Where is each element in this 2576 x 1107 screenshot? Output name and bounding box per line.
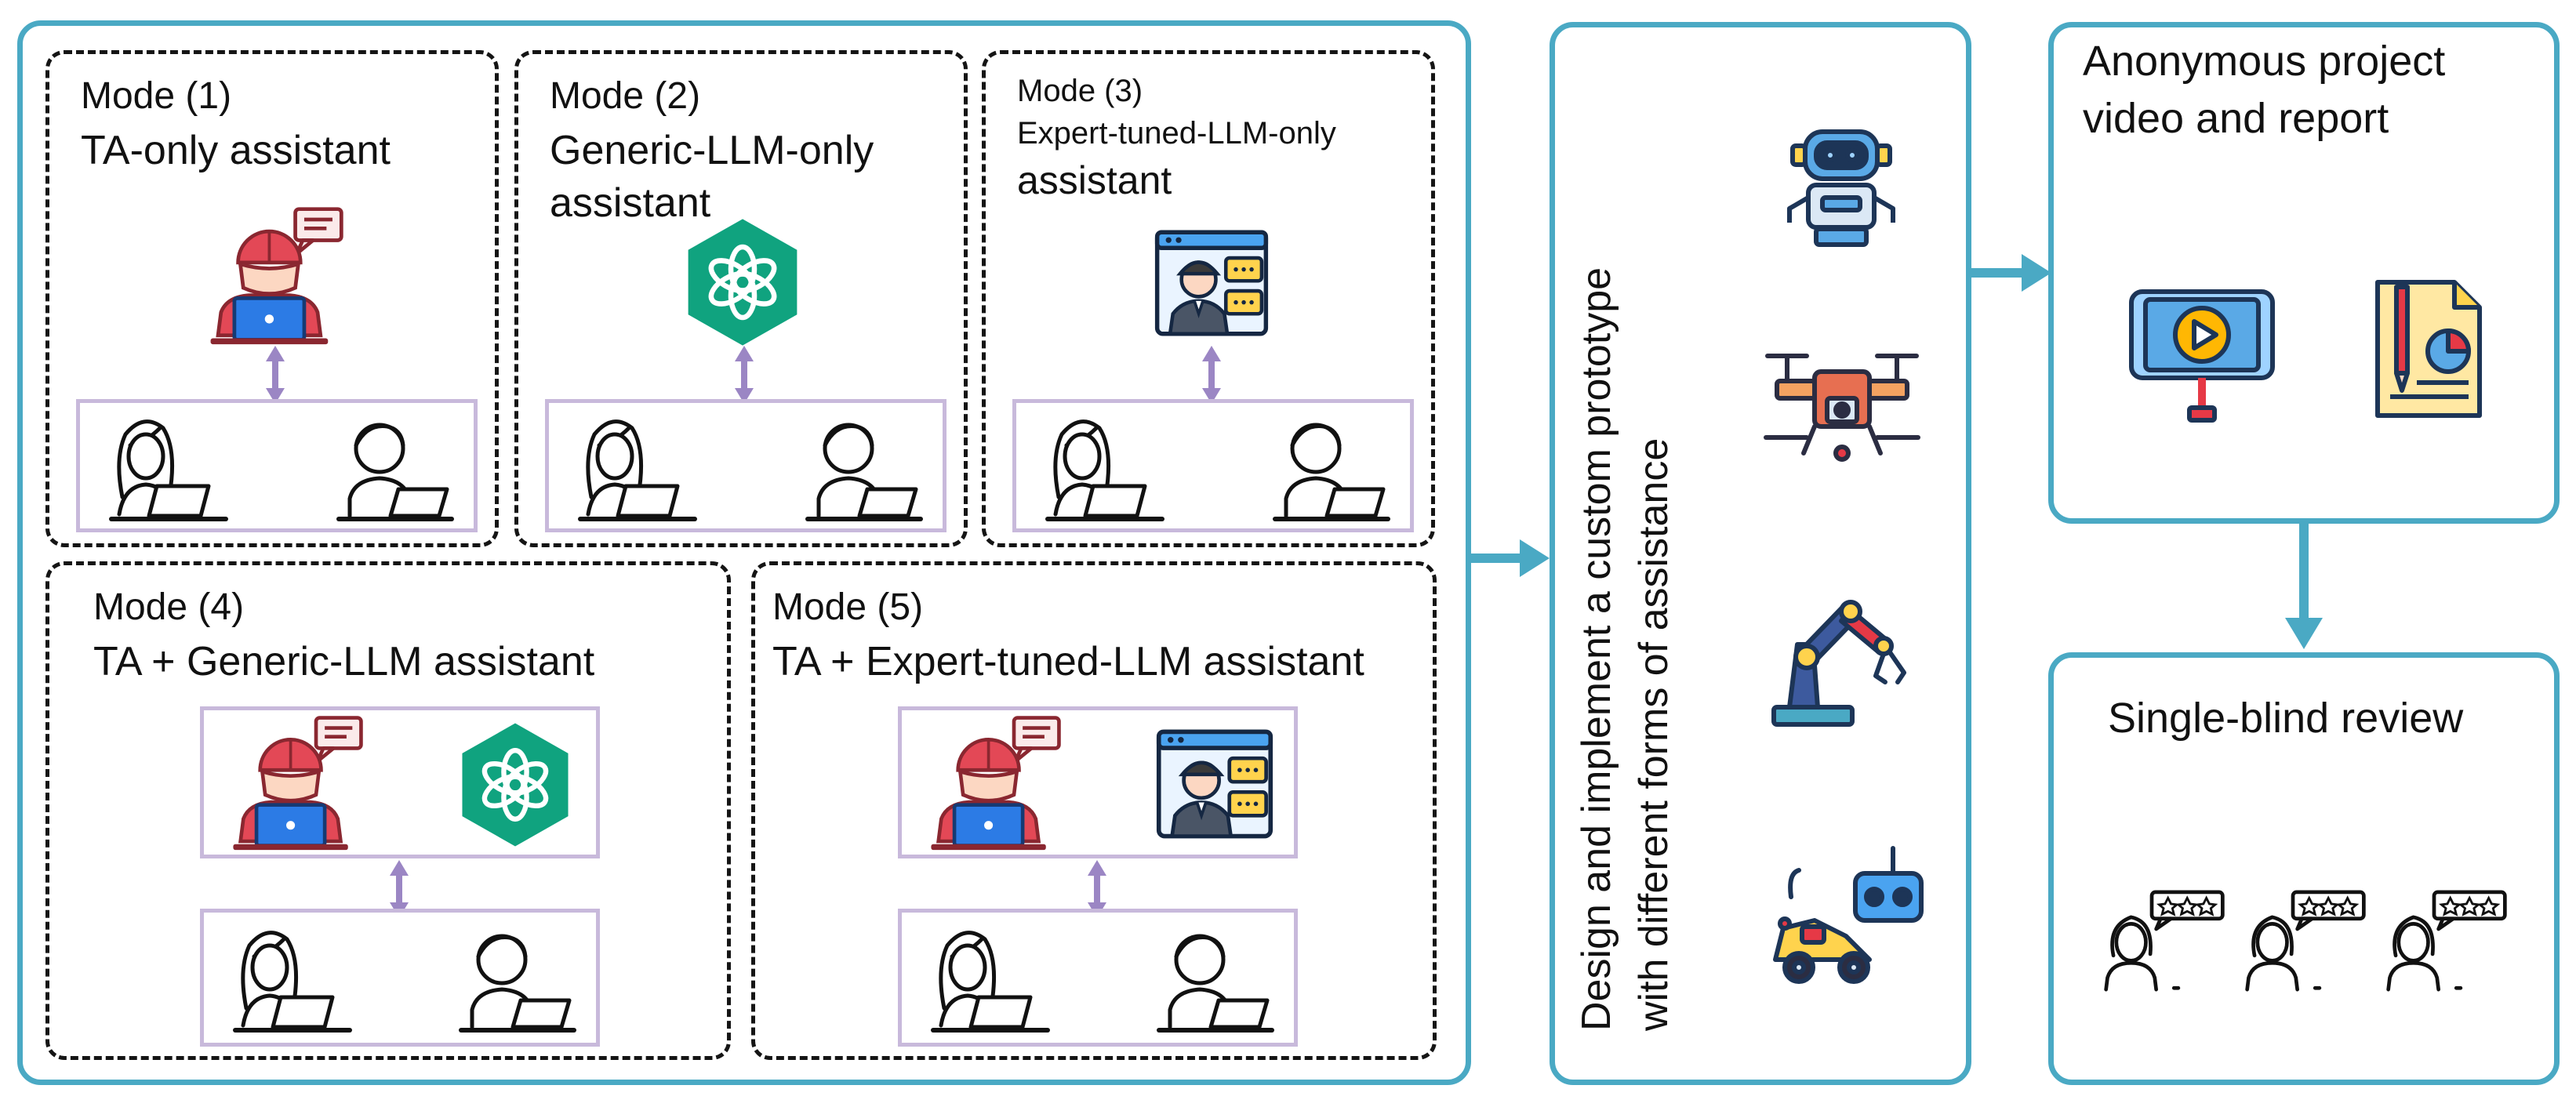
prototype-line-2: with different forms of assistance (1630, 437, 1677, 1031)
link-arrow-icon (1088, 860, 1106, 918)
reviewer-icon (2384, 889, 2509, 993)
mode-4-subtitle: TA + Generic-LLM assistant (93, 639, 595, 685)
mode-3-subtitle-line2: assistant (1017, 158, 1172, 202)
learners-box (76, 399, 478, 532)
link-arrow-icon (1202, 346, 1221, 404)
mode-4-box: Mode (4) TA + Generic-LLM assistant (45, 561, 731, 1060)
flow-arrow-icon (1971, 254, 2051, 292)
rc-car-icon (1773, 846, 1924, 984)
mode-3-title: Mode (3) (1017, 74, 1143, 108)
learners-box (545, 399, 946, 532)
link-arrow-icon (735, 346, 754, 404)
mode-2-title: Mode (2) (550, 75, 701, 117)
student-girl-laptop-icon (577, 411, 703, 528)
student-boy-laptop-icon (801, 411, 927, 528)
mode-1-title: Mode (1) (81, 75, 232, 117)
video-report-panel (2048, 22, 2560, 524)
video-phone-icon (2129, 289, 2275, 423)
drone-icon (1764, 354, 1920, 462)
mode-1-box: Mode (1) TA-only assistant (45, 50, 499, 547)
learners-box (200, 909, 600, 1047)
video-line-2: video and report (2083, 94, 2389, 142)
video-line-1: Anonymous project (2083, 38, 2446, 85)
flow-arrow-icon (1471, 539, 1550, 577)
expert-video-chat-icon (1154, 228, 1269, 338)
expert-video-chat-icon (1156, 728, 1273, 840)
student-girl-laptop-icon (930, 922, 1055, 1040)
prototype-description: Design and implement a custom prototype … (1568, 106, 1683, 1031)
review-title: Single-blind review (2108, 695, 2464, 742)
reviewer-icon (2243, 889, 2368, 993)
link-arrow-icon (266, 346, 285, 404)
mode-4-title: Mode (4) (93, 586, 245, 628)
student-girl-laptop-icon (108, 411, 234, 528)
mode-2-subtitle-line2: assistant (550, 180, 711, 226)
mode-2-box: Mode (2) Generic-LLM-only assistant (514, 50, 968, 547)
assistant-box (898, 706, 1298, 858)
review-panel (2048, 652, 2560, 1085)
flow-arrow-icon (2285, 521, 2323, 649)
learners-box (898, 909, 1298, 1047)
student-boy-laptop-icon (1153, 922, 1278, 1040)
mode-5-box: Mode (5) TA + Expert-tuned-LLM assistant (751, 561, 1437, 1060)
student-girl-laptop-icon (232, 922, 358, 1040)
mode-2-subtitle-line1: Generic-LLM-only (550, 128, 874, 174)
prototype-line-1: Design and implement a custom prototype (1574, 267, 1619, 1031)
robotic-arm-icon (1771, 600, 1906, 727)
mode-5-title: Mode (5) (772, 586, 924, 628)
student-girl-laptop-icon (1045, 411, 1170, 528)
student-boy-laptop-icon (332, 411, 458, 528)
teaching-assistant-icon (205, 205, 346, 346)
teaching-assistant-icon (227, 713, 365, 851)
teaching-assistant-icon (925, 713, 1063, 851)
report-document-icon (2375, 280, 2482, 418)
mode-1-subtitle: TA-only assistant (81, 128, 391, 174)
mode-3-subtitle-line1: Expert-tuned-LLM-only (1017, 116, 1336, 151)
mode-3-box: Mode (3) Expert-tuned-LLM-only assistant (982, 50, 1435, 547)
link-arrow-icon (390, 860, 409, 918)
video-report-title: Anonymous project video and report (2083, 33, 2445, 147)
reviewer-icon (2102, 889, 2227, 993)
mode-5-subtitle: TA + Expert-tuned-LLM assistant (772, 639, 1364, 685)
assistant-box (200, 706, 600, 858)
learners-box (1012, 399, 1414, 532)
modes-panel (17, 20, 1471, 1085)
student-boy-laptop-icon (455, 922, 580, 1040)
robot-icon (1787, 129, 1895, 247)
openai-logo-icon (458, 720, 572, 850)
student-boy-laptop-icon (1269, 411, 1394, 528)
openai-logo-icon (684, 216, 801, 349)
